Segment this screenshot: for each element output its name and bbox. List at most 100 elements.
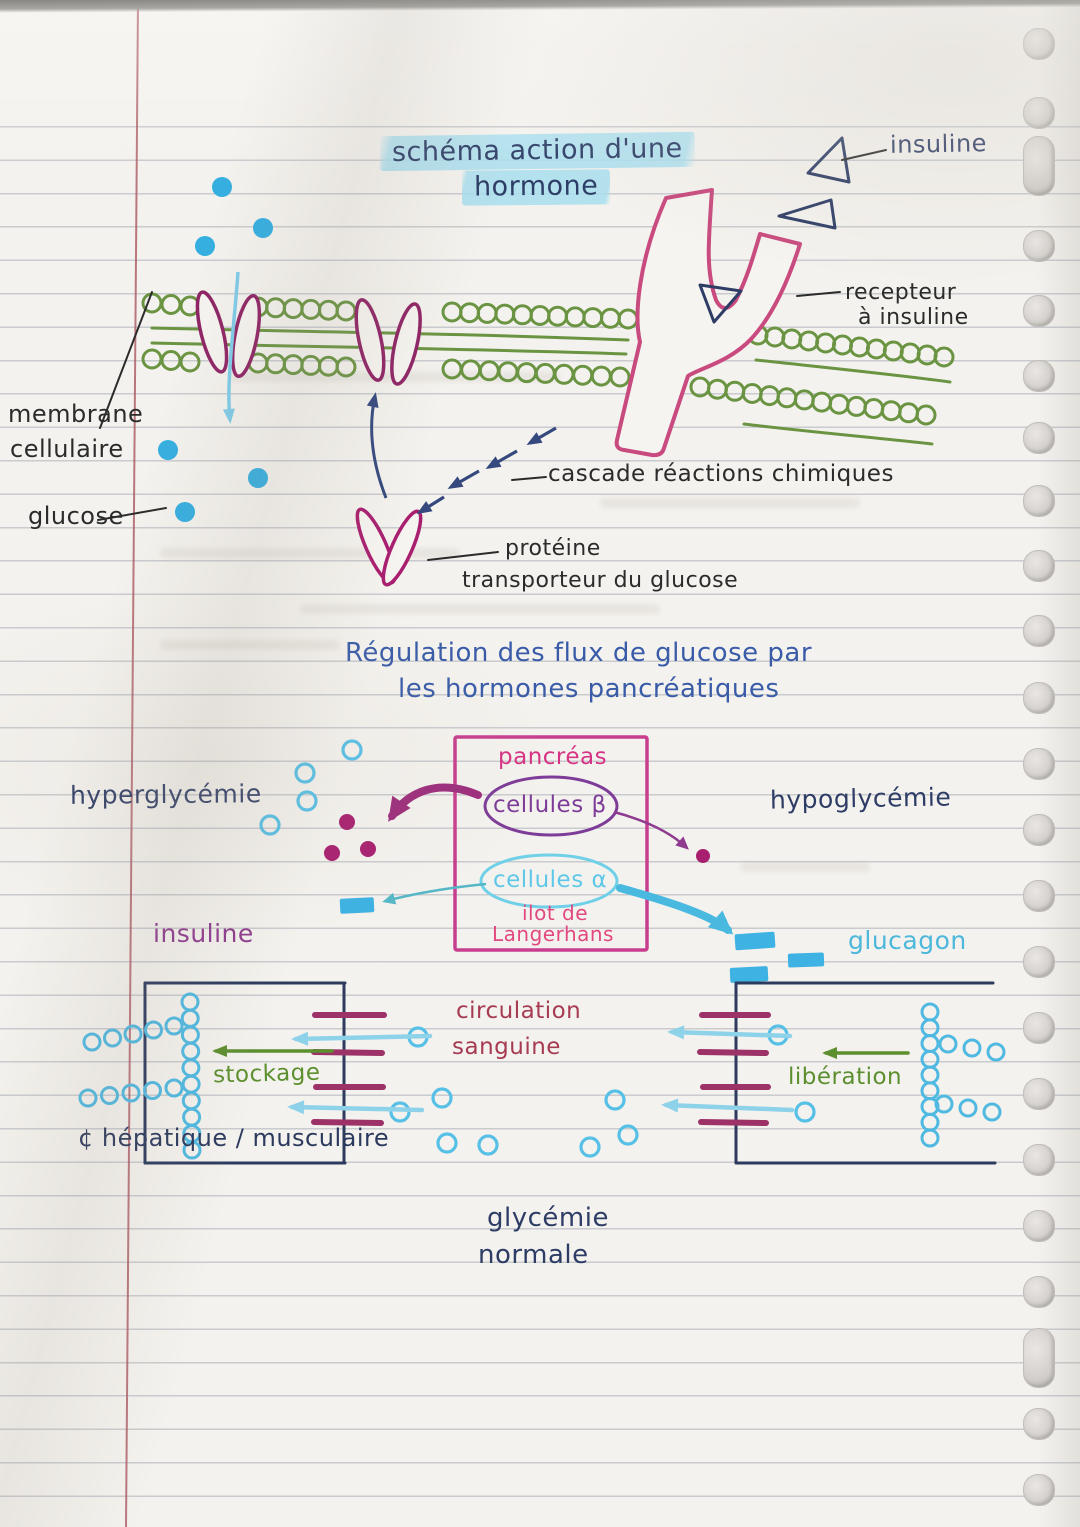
glycogen-unit [180, 1008, 200, 1028]
phospholipid-bead [764, 326, 786, 348]
glycogen-unit [962, 1038, 982, 1058]
phospholipid-bead [599, 307, 621, 329]
phospholipid-bead [706, 378, 728, 400]
phospholipid-bead [553, 363, 575, 385]
phospholipid-bead [832, 334, 853, 356]
glycogen-unit [121, 1083, 141, 1103]
bleed-through-text [740, 862, 870, 872]
stockage-label: stockage [212, 1059, 321, 1089]
phospholipid-bead [572, 364, 594, 386]
insulin-right-arrow [613, 810, 689, 850]
phospholipid-bead [865, 338, 887, 360]
membrane-inner-lines [150, 326, 952, 446]
phospholipid-bead [179, 351, 201, 373]
phospholipid-bead [534, 362, 556, 384]
phospholipid-bead [811, 391, 833, 413]
glucagon-secretion-arrow [616, 884, 734, 935]
phospholipid-bead [882, 340, 904, 362]
membrane-channel-proteins [195, 290, 422, 386]
glycogen-unit [958, 1098, 978, 1118]
phospholipid-bead [516, 362, 538, 384]
release-organ-box [734, 981, 997, 1165]
phospholipid-bead [741, 383, 763, 404]
phospholipid-bead [590, 365, 612, 387]
phospholipid-bead [160, 350, 182, 371]
glycogen-unit [181, 1041, 201, 1061]
glucose-entry-arrow [222, 271, 240, 424]
phospholipid-bead [497, 361, 519, 383]
insulin-receptor-shape [614, 188, 802, 458]
phospholipid-bead [160, 294, 182, 315]
phospholipid-bead [300, 298, 322, 320]
phospholipid-bead [933, 346, 955, 368]
glucose-open-circles [259, 739, 816, 1158]
glucose-flux-arrows [287, 1025, 795, 1115]
insulin-molecule-dots [324, 814, 710, 863]
glycogen-unit [180, 1025, 200, 1045]
transporter-insertion-arrow [366, 392, 388, 499]
phospholipid-bead [317, 299, 339, 321]
glycogen-unit [982, 1102, 1002, 1122]
phospholipid-bead [335, 356, 357, 378]
proteine-label-line1: protéine [505, 536, 601, 561]
circulation-label-line2: sanguine [452, 1034, 561, 1060]
insuline-label-bottom: insuline [153, 919, 254, 948]
page-title-line2: hormone [461, 169, 611, 206]
phospholipid-bead [265, 353, 287, 375]
phospholipid-bead [899, 342, 921, 364]
glycogen-unit [181, 1058, 201, 1078]
cascade-arrows [416, 426, 557, 515]
phospholipid-bead [478, 360, 500, 382]
pancreas-box [453, 735, 649, 952]
glycogen-unit [938, 1034, 958, 1054]
phospholipid-bead [798, 330, 820, 352]
glycogen-unit [920, 1018, 940, 1038]
phospholipid-bead [759, 385, 780, 407]
phospholipid-bead [689, 376, 711, 398]
insuline-label-top: insuline [889, 129, 988, 159]
glycogen-unit [82, 1032, 102, 1052]
phospholipid-bead [609, 366, 631, 388]
bleed-through-text [300, 604, 660, 614]
phospholipid-bead [828, 393, 850, 415]
glycogen-unit [986, 1042, 1006, 1062]
membrane-label-line2: cellulaire [10, 435, 124, 463]
phospholipid-bead [459, 302, 481, 324]
phospholipid-bead [916, 344, 938, 366]
phospholipid-bead [476, 302, 498, 324]
page-title-line1: schéma action d'une [379, 131, 695, 172]
glycogen-unit [182, 1107, 202, 1127]
regulation-heading-line1: Régulation des flux de glucose par [345, 638, 813, 668]
glycogen-unit [181, 1074, 201, 1094]
membrane-label-line1: membrane [8, 400, 144, 428]
glucose-dots [158, 177, 273, 522]
phospholipid-bead [282, 354, 304, 376]
regulation-heading-line2: les hormones pancréatiques [398, 674, 780, 704]
phospholipid-bead [815, 332, 837, 354]
bleed-through-text [600, 498, 860, 508]
islet-label-line2: Langerhans [492, 922, 614, 946]
glycogen-unit [103, 1028, 122, 1048]
glycogen-unit [920, 1034, 940, 1053]
glycogen-unit [123, 1024, 143, 1044]
liver-muscle-box [143, 981, 347, 1165]
phospholipid-bead [441, 358, 463, 380]
phospholipid-bead [141, 348, 163, 370]
phospholipid-bead [898, 402, 920, 424]
glycogen-chain-right [920, 1002, 1006, 1148]
membrane-phospholipids [141, 292, 955, 426]
phospholipid-bead [282, 298, 304, 320]
glycogen-unit [164, 1016, 184, 1036]
phospholipid-bead [915, 404, 937, 426]
bleed-through-text [160, 548, 460, 558]
phospholipid-bead [880, 400, 902, 422]
phospholipid-bead [849, 336, 870, 358]
glycogen-unit [143, 1081, 162, 1100]
phospholipid-bead [582, 307, 604, 329]
glycogen-chain-left [78, 992, 202, 1160]
glycogen-unit [920, 1112, 940, 1132]
glucagon-molecule-rects [339, 897, 825, 983]
circulation-label-line1: circulation [456, 998, 582, 1024]
alpha-cells-oval [479, 853, 619, 909]
